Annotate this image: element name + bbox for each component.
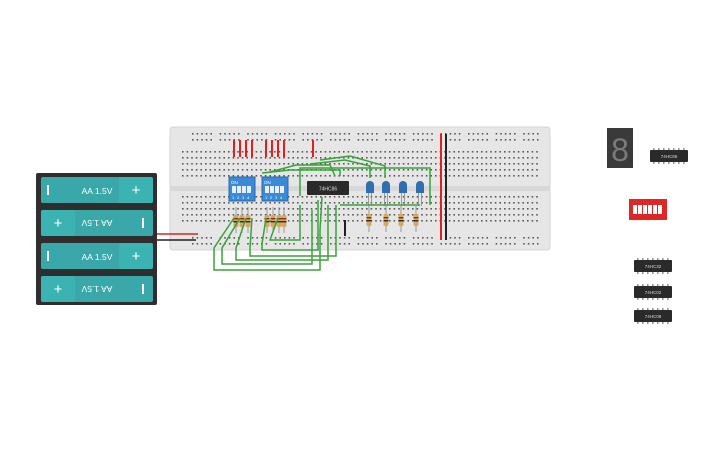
battery-cell[interactable]: + AA 1.5V xyxy=(41,177,153,203)
red-jumpers[interactable] xyxy=(233,140,314,157)
led-blue[interactable] xyxy=(366,181,374,206)
minus-terminal-mark xyxy=(142,284,144,294)
green-wires[interactable] xyxy=(213,155,431,271)
dip-number: 4 xyxy=(280,195,283,200)
battery-cell[interactable]: + AA 1.5V xyxy=(41,243,153,269)
dip-number: 1 xyxy=(265,195,268,200)
tray-chip-label: 74HC86 xyxy=(661,154,678,159)
battery-cell-label: AA 1.5V xyxy=(81,218,112,228)
resistor[interactable] xyxy=(245,207,251,233)
battery-cell-label: AA 1.5V xyxy=(81,284,112,294)
led-blue[interactable] xyxy=(382,181,390,206)
ic-label: 74HC86 xyxy=(319,187,338,193)
tray-chip-label: 74HC32 xyxy=(645,264,662,269)
plus-terminal-label: + xyxy=(54,281,63,298)
dip-on-label: ON xyxy=(264,180,271,185)
resistor[interactable] xyxy=(270,207,276,233)
plus-terminal-label: + xyxy=(132,248,141,265)
battery-pack[interactable]: + AA 1.5V + AA 1.5V + AA 1.5V + AA 1.5V xyxy=(36,173,157,305)
tray-chip[interactable]: 74HC32 xyxy=(634,258,672,274)
dip-switch-right[interactable]: ON 1 2 3 4 xyxy=(261,176,289,202)
minus-terminal-mark xyxy=(142,218,144,228)
seven-segment-display[interactable]: 8 xyxy=(607,128,633,168)
leds[interactable] xyxy=(366,181,424,206)
tray-chip[interactable]: 74HC02 xyxy=(634,284,672,300)
minus-terminal-mark xyxy=(47,185,49,195)
dip-on-label: ON xyxy=(231,180,238,185)
resistors[interactable] xyxy=(233,206,419,233)
resistor[interactable] xyxy=(413,206,419,232)
led-blue[interactable] xyxy=(416,181,424,206)
dip-number: 3 xyxy=(275,195,278,200)
dip-number: 2 xyxy=(270,195,273,200)
battery-cell[interactable]: + AA 1.5V xyxy=(41,276,153,302)
tray-chip-label: 74HC02 xyxy=(645,290,662,295)
power-rail-jumpers[interactable] xyxy=(344,134,447,240)
tray-chip[interactable]: 74HC08 xyxy=(634,308,672,324)
resistor[interactable] xyxy=(366,206,372,232)
resistor[interactable] xyxy=(398,206,404,232)
minus-terminal-mark xyxy=(47,251,49,261)
dip-switch-left[interactable]: ON 1 2 3 4 xyxy=(228,176,256,202)
led-blue[interactable] xyxy=(399,181,407,206)
ic-74hc86[interactable]: 74HC86 xyxy=(307,181,349,195)
dip-number: 3 xyxy=(242,195,245,200)
plus-terminal-label: + xyxy=(54,215,63,232)
dip-number: 1 xyxy=(232,195,235,200)
resistor[interactable] xyxy=(383,206,389,232)
dip-switch-red[interactable] xyxy=(629,199,667,220)
dip-number: 4 xyxy=(247,195,250,200)
seven-seg-digit: 8 xyxy=(611,132,629,168)
battery-leads[interactable] xyxy=(156,233,198,241)
breadboard[interactable] xyxy=(169,126,551,251)
tray-chip[interactable]: 74HC86 xyxy=(650,148,688,164)
resistor[interactable] xyxy=(281,207,287,233)
battery-cell-label: AA 1.5V xyxy=(82,186,113,196)
plus-terminal-label: + xyxy=(132,182,141,199)
battery-cell-label: AA 1.5V xyxy=(82,252,113,262)
tray-chip-label: 74HC08 xyxy=(645,314,662,319)
battery-cell[interactable]: + AA 1.5V xyxy=(41,210,153,236)
dip-number: 2 xyxy=(237,195,240,200)
